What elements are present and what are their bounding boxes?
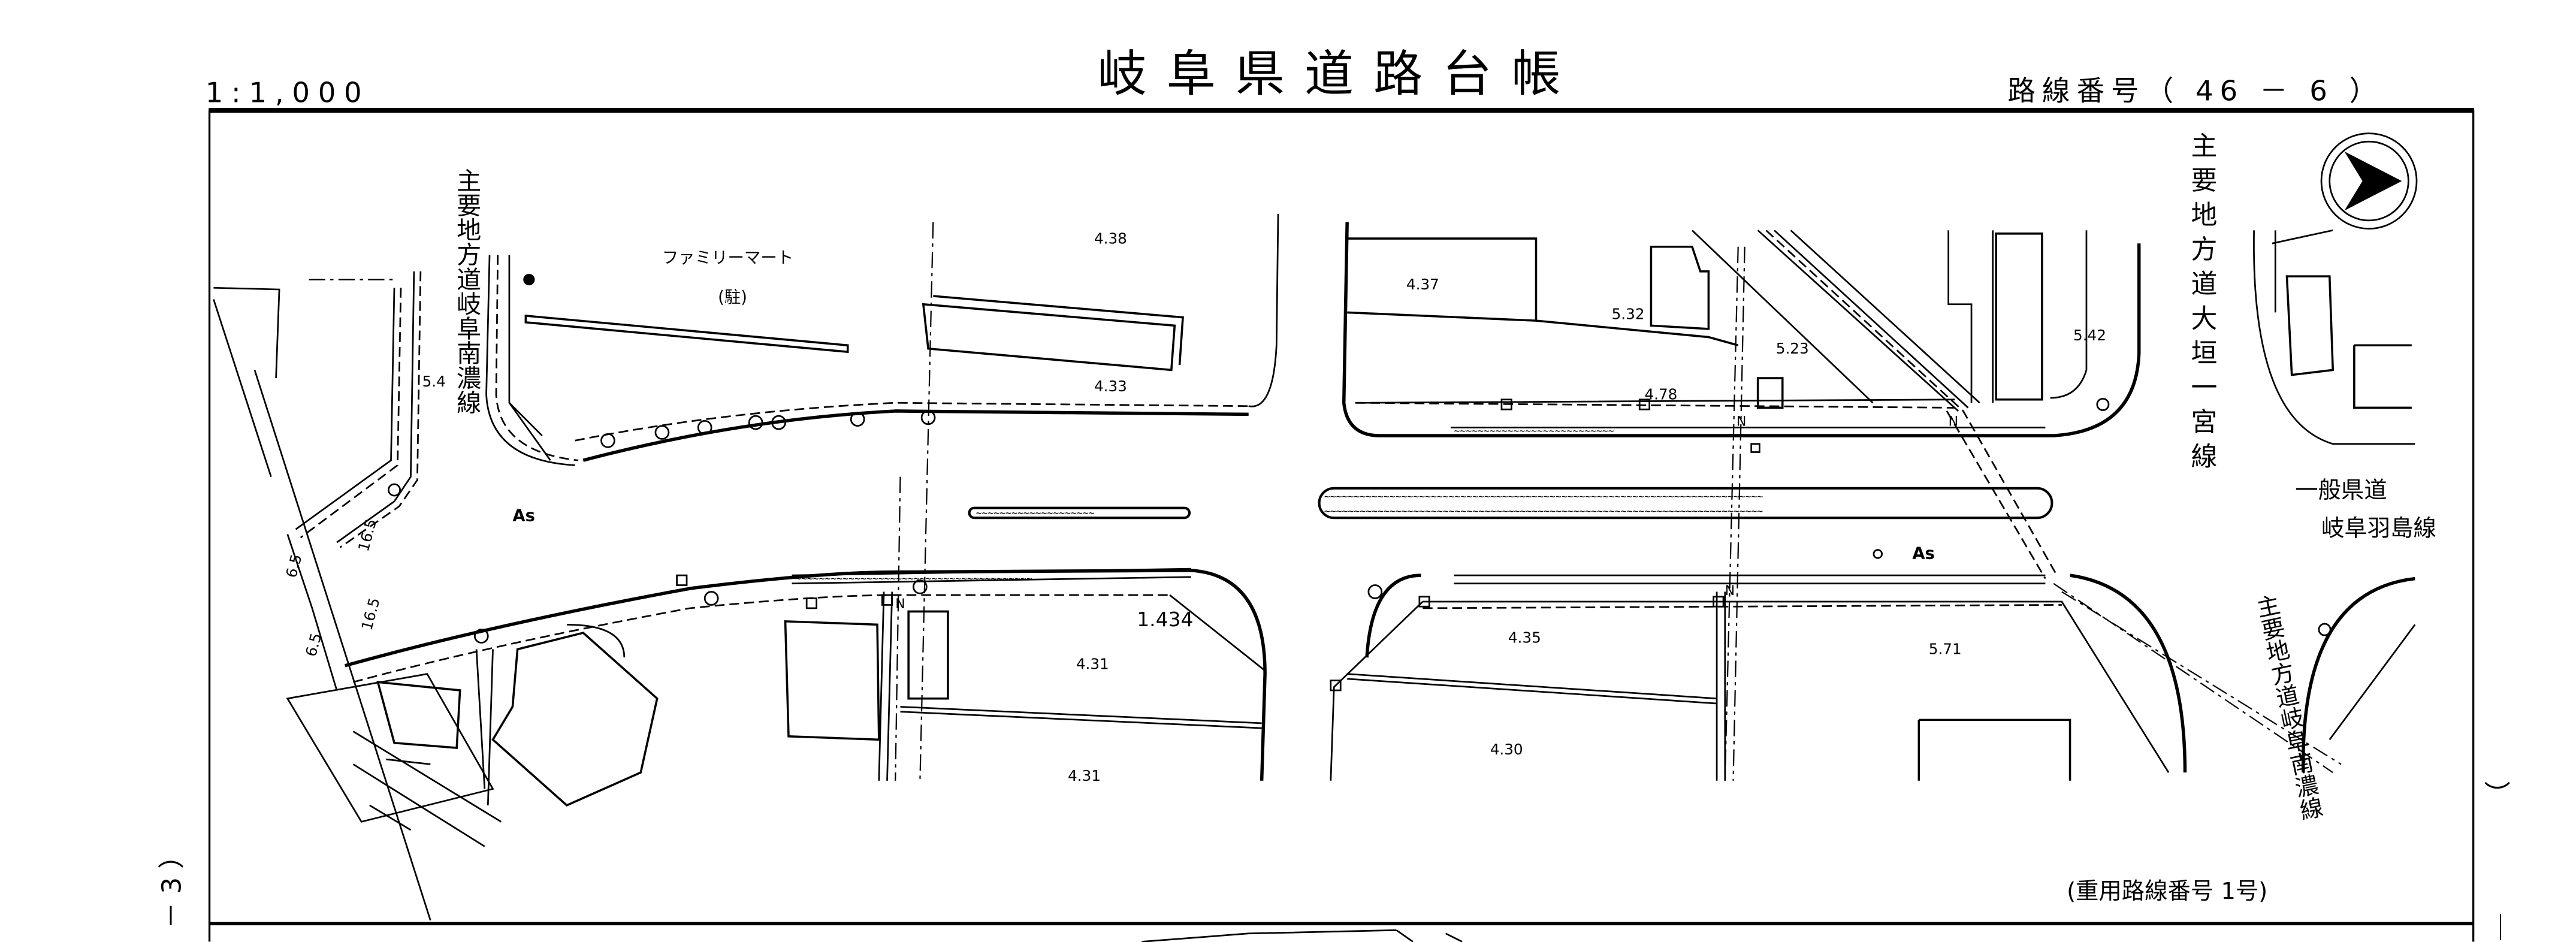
- elevation-label: 4.31: [1068, 767, 1101, 784]
- elevation-points: 4.38 4.33 4.37 5.32 5.23 4.78 5.42 1.434…: [422, 230, 2106, 784]
- signal-mark: N: [1949, 415, 1958, 430]
- page-mark-right-bottom: ｜: [2487, 913, 2514, 942]
- planting-strip: ~~~~~~~~~~~~~~~~~~~~~~~~~~~~~~~~~~~~~~~~…: [1324, 506, 1763, 517]
- planting-strip: ~~~~~~~~~~~~~~~~~~~~: [976, 507, 1095, 518]
- elevation-label: 5.23: [1776, 340, 1809, 357]
- signal-mark: N: [1725, 584, 1735, 599]
- map-frame: [208, 108, 2475, 942]
- north-arrow-icon: [2320, 132, 2418, 230]
- elevation-label: 5.71: [1929, 641, 1962, 658]
- road-label-gifu-hashima-1: 一般県道: [2295, 477, 2387, 504]
- place-parking: (駐): [718, 288, 747, 307]
- road-label-gifu-nanno-south: 主要地方道岐阜南濃線: [2251, 592, 2325, 823]
- route-number: 路線番号（ 46 － 6 ）: [2007, 75, 2384, 107]
- elevation-label: 4.37: [1406, 276, 1439, 293]
- median-east: [1318, 487, 2053, 520]
- elevation-label: 4.33: [1094, 378, 1127, 395]
- width-label: 16.5: [358, 596, 383, 632]
- elevation-label: 4.30: [1490, 741, 1523, 758]
- overlap-route-note: (重用路線番号 1号): [2067, 878, 2267, 905]
- utility-symbols: [388, 273, 2332, 692]
- median-west: [968, 506, 1191, 520]
- elevation-label: 4.38: [1094, 230, 1127, 247]
- elevation-label: 5.42: [2073, 327, 2106, 344]
- page-mark-left: － 3 ）: [157, 843, 188, 929]
- planting-strip: ~~~~~~~~~~~~~~~~~~~~~~~~~~~~~~~~~~~~~~~~: [795, 573, 1032, 584]
- place-familymart: ファミリーマート: [662, 249, 793, 267]
- width-label: 6.5: [302, 631, 325, 658]
- elevation-label: 4.78: [1644, 386, 1677, 403]
- surface-label: As: [1912, 545, 1935, 563]
- elevation-label: 1.434: [1137, 608, 1193, 631]
- planting-strip: ~~~~~~~~~~~~~~~~~~~~~~~~~~~~~~~~~~~~~~~~…: [1324, 491, 1763, 502]
- surface-label: As: [512, 507, 535, 526]
- signal-mark: N: [1737, 415, 1746, 430]
- page-mark-right-top: ）: [2481, 781, 2511, 807]
- road-label-ogaki-ichinomiya: 主要地方道大垣一宮線: [2186, 132, 2216, 477]
- elevation-label: 5.4: [422, 373, 446, 390]
- width-label: 16.5: [355, 517, 380, 554]
- scale-label: 1:1,000: [206, 76, 370, 108]
- road-label-gifu-nanno-north: 主要地方道岐阜南濃線: [452, 168, 481, 414]
- signal-mark: N: [895, 597, 905, 612]
- road-label-gifu-hashima-2: 岐阜羽島線: [2321, 515, 2436, 542]
- road-network: [213, 213, 2416, 921]
- elevation-label: 4.31: [1076, 655, 1109, 672]
- elevation-label: 5.32: [1612, 305, 1645, 322]
- planting-strip: ~~~~~~~~~~~~~~~~~~~~~~~~~~~: [1454, 425, 1614, 436]
- buildings: [376, 233, 2412, 807]
- elevation-label: 4.35: [1508, 629, 1541, 647]
- sheet-title: 岐阜県道路台帳: [1097, 46, 1580, 102]
